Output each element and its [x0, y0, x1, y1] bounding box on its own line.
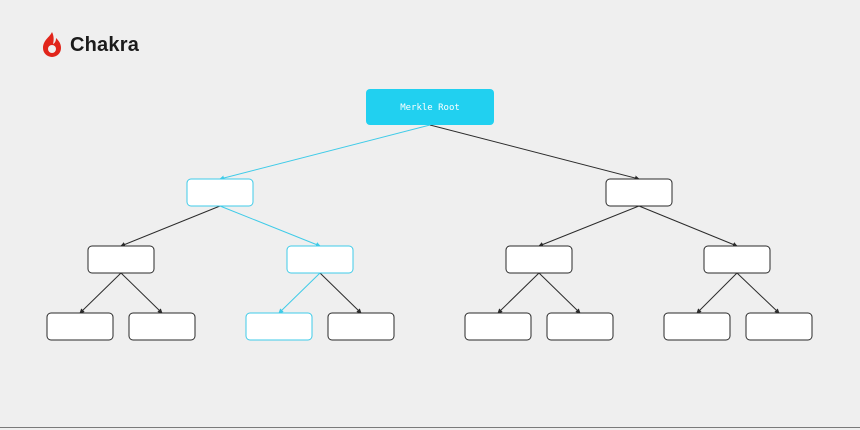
hash-node: [505, 245, 573, 274]
hash-node: [186, 178, 254, 207]
tree-edge-n3-l1: [79, 272, 122, 314]
leaf-node: [46, 312, 114, 341]
tree-edge-root-n2: [429, 124, 640, 181]
hash-node: [605, 178, 673, 207]
tree-edge-root-n1: [219, 124, 431, 181]
bottom-divider: [0, 427, 860, 428]
tree-edge-n3-l2: [120, 272, 163, 314]
hash-node: [286, 245, 354, 274]
tree-edges: [79, 124, 780, 314]
tree-edge-n6-l7: [696, 272, 738, 314]
tree-edge-n2-n5: [538, 205, 640, 247]
merkle-root-node: Merkle Root: [366, 89, 494, 125]
brand-name: Chakra: [70, 33, 140, 56]
tree-edge-n5-l5: [497, 272, 540, 314]
tree-edge-n1-n4: [219, 205, 321, 247]
tree-edge-n4-l3: [278, 272, 321, 314]
chakra-flame-icon: [43, 32, 61, 57]
leaf-node: [327, 312, 395, 341]
tree-edge-n6-l8: [736, 272, 780, 314]
leaf-node: [245, 312, 313, 341]
leaf-node: [128, 312, 196, 341]
hash-node: [703, 245, 771, 274]
tree-edge-n5-l6: [538, 272, 581, 314]
tree-edge-n4-l4: [319, 272, 362, 314]
leaf-node: [546, 312, 614, 341]
leaf-node: [464, 312, 532, 341]
tree-edge-n1-n3: [120, 205, 221, 247]
merkle-root-label: Merkle Root: [400, 103, 460, 113]
leaf-node: [745, 312, 813, 341]
tree-edge-n2-n6: [638, 205, 738, 247]
tree-nodes: Merkle Root: [46, 89, 813, 341]
hash-node: [87, 245, 155, 274]
brand-logo: Chakra: [40, 30, 139, 60]
leaf-node: [663, 312, 731, 341]
